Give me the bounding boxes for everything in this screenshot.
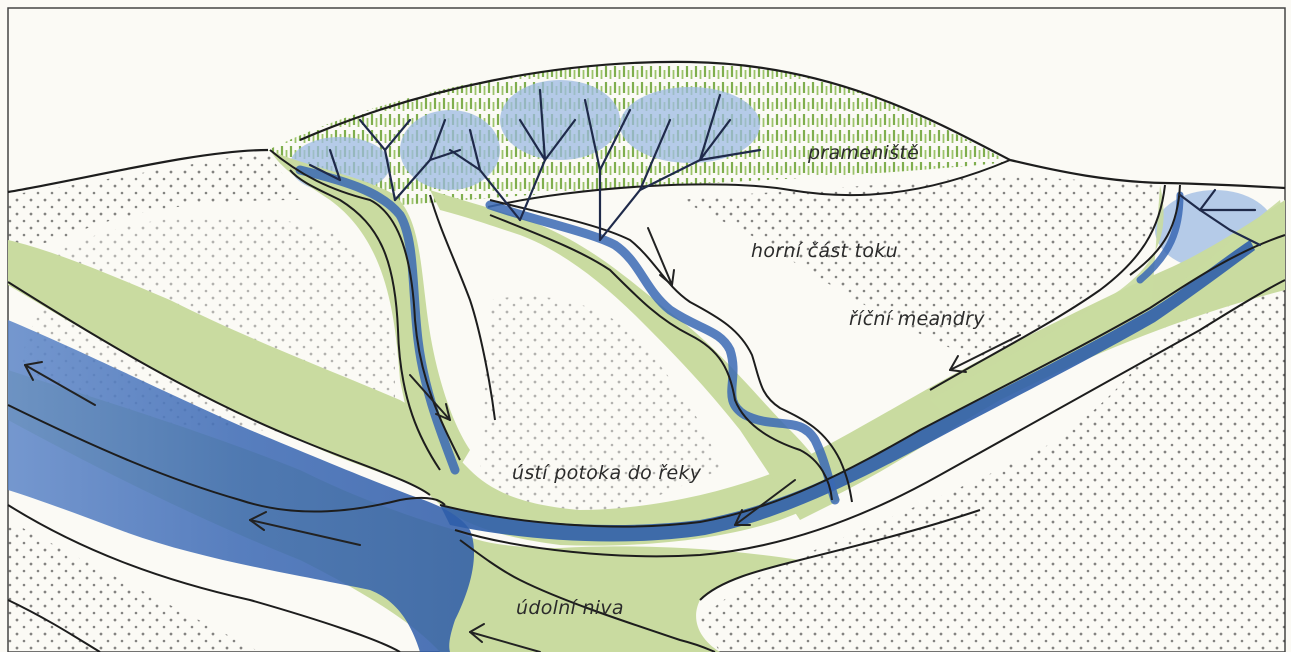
label-spring-area: prameniště xyxy=(808,142,919,164)
label-meanders: říční meandry xyxy=(849,308,985,330)
label-upper-course: horní část toku xyxy=(751,240,898,262)
label-floodplain: údolní niva xyxy=(516,597,624,619)
label-confluence: ústí potoka do řeky xyxy=(512,462,701,484)
